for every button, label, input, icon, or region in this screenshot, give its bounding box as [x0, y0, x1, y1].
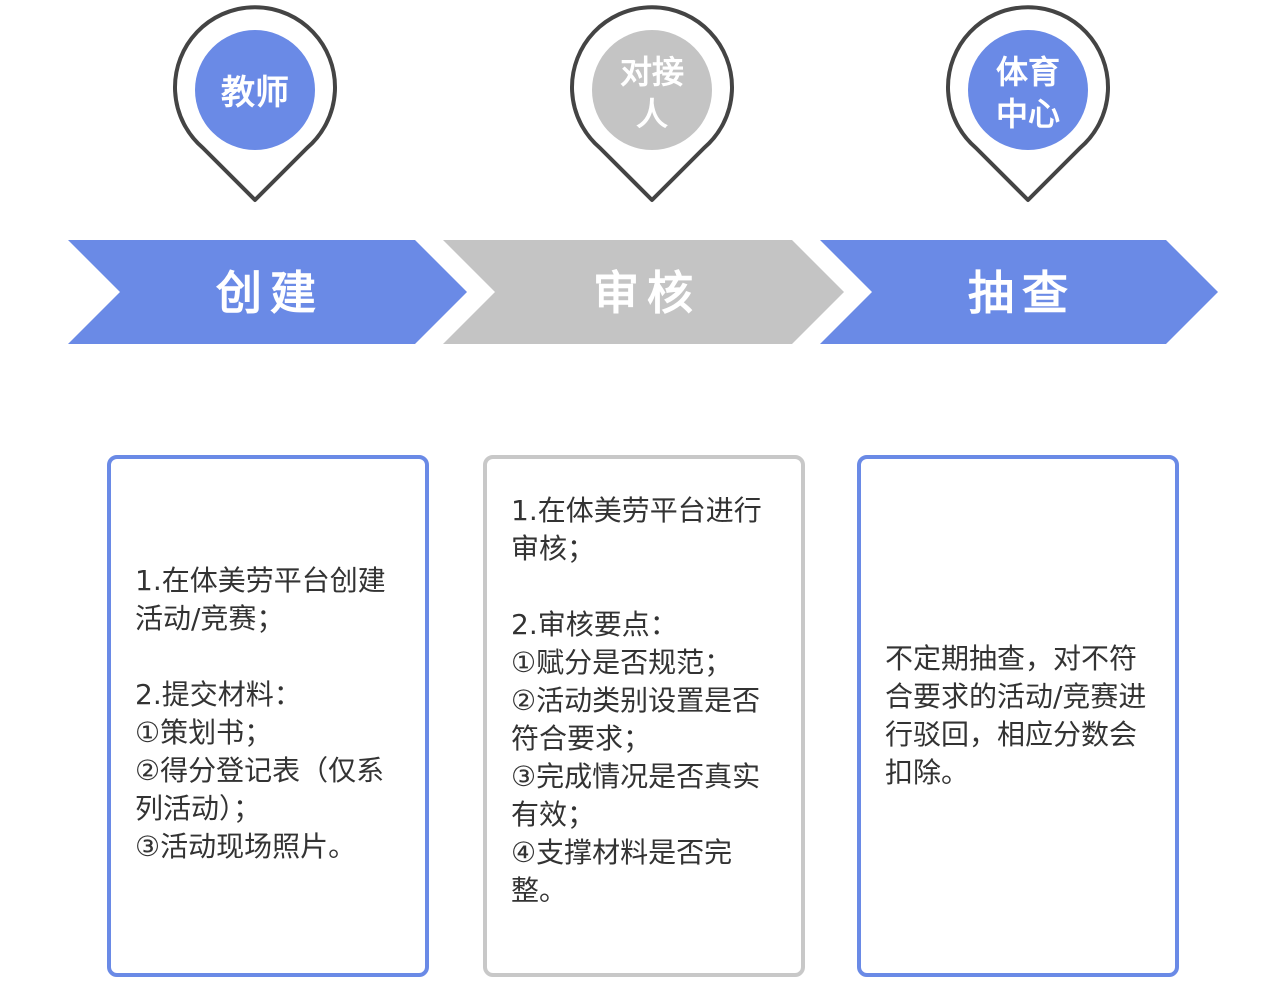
pin-teacher: 教师	[173, 5, 337, 202]
pin-circle-liaison	[592, 30, 712, 150]
stage-review: 审核	[443, 240, 844, 344]
card-create: 1.在体美劳平台创建活动/竞赛； 2.提交材料： ①策划书； ②得分登记表（仅系…	[107, 455, 429, 977]
card-review-text: 1.在体美劳平台进行审核； 2.审核要点： ①赋分是否规范； ②活动类别设置是否…	[511, 494, 762, 907]
chevron-create	[68, 240, 467, 344]
card-check-text: 不定期抽查，对不符合要求的活动/竞赛进行驳回，相应分数会扣除。	[885, 642, 1147, 789]
pin-label-liaison-line2: 人	[636, 95, 668, 133]
stage-label-check: 抽查	[968, 266, 1076, 320]
card-check: 不定期抽查，对不符合要求的活动/竞赛进行驳回，相应分数会扣除。	[857, 455, 1179, 977]
pin-label-sports-center-line2: 中心	[996, 95, 1060, 133]
pin-circle-sports-center	[968, 30, 1088, 150]
stage-check: 抽查	[820, 240, 1218, 344]
card-review: 1.在体美劳平台进行审核； 2.审核要点： ①赋分是否规范； ②活动类别设置是否…	[483, 455, 805, 977]
chevron-review	[443, 240, 844, 344]
pin-circle-teacher	[195, 30, 315, 150]
card-create-text: 1.在体美劳平台创建活动/竞赛； 2.提交材料： ①策划书； ②得分登记表（仅系…	[135, 564, 386, 863]
stage-label-create: 创建	[216, 266, 324, 320]
process-flow: 教师 对接 人 体育 中心 创建 审核 抽查	[68, 5, 1218, 344]
stage-label-review: 审核	[593, 266, 701, 320]
chevron-check	[820, 240, 1218, 344]
pin-label-teacher: 教师	[221, 73, 289, 113]
stage-create: 创建	[68, 240, 467, 344]
pin-sports-center: 体育 中心	[946, 5, 1110, 202]
pin-label-sports-center-line1: 体育	[996, 53, 1060, 91]
pin-liaison: 对接 人	[570, 5, 734, 202]
pin-label-liaison-line1: 对接	[620, 53, 684, 91]
